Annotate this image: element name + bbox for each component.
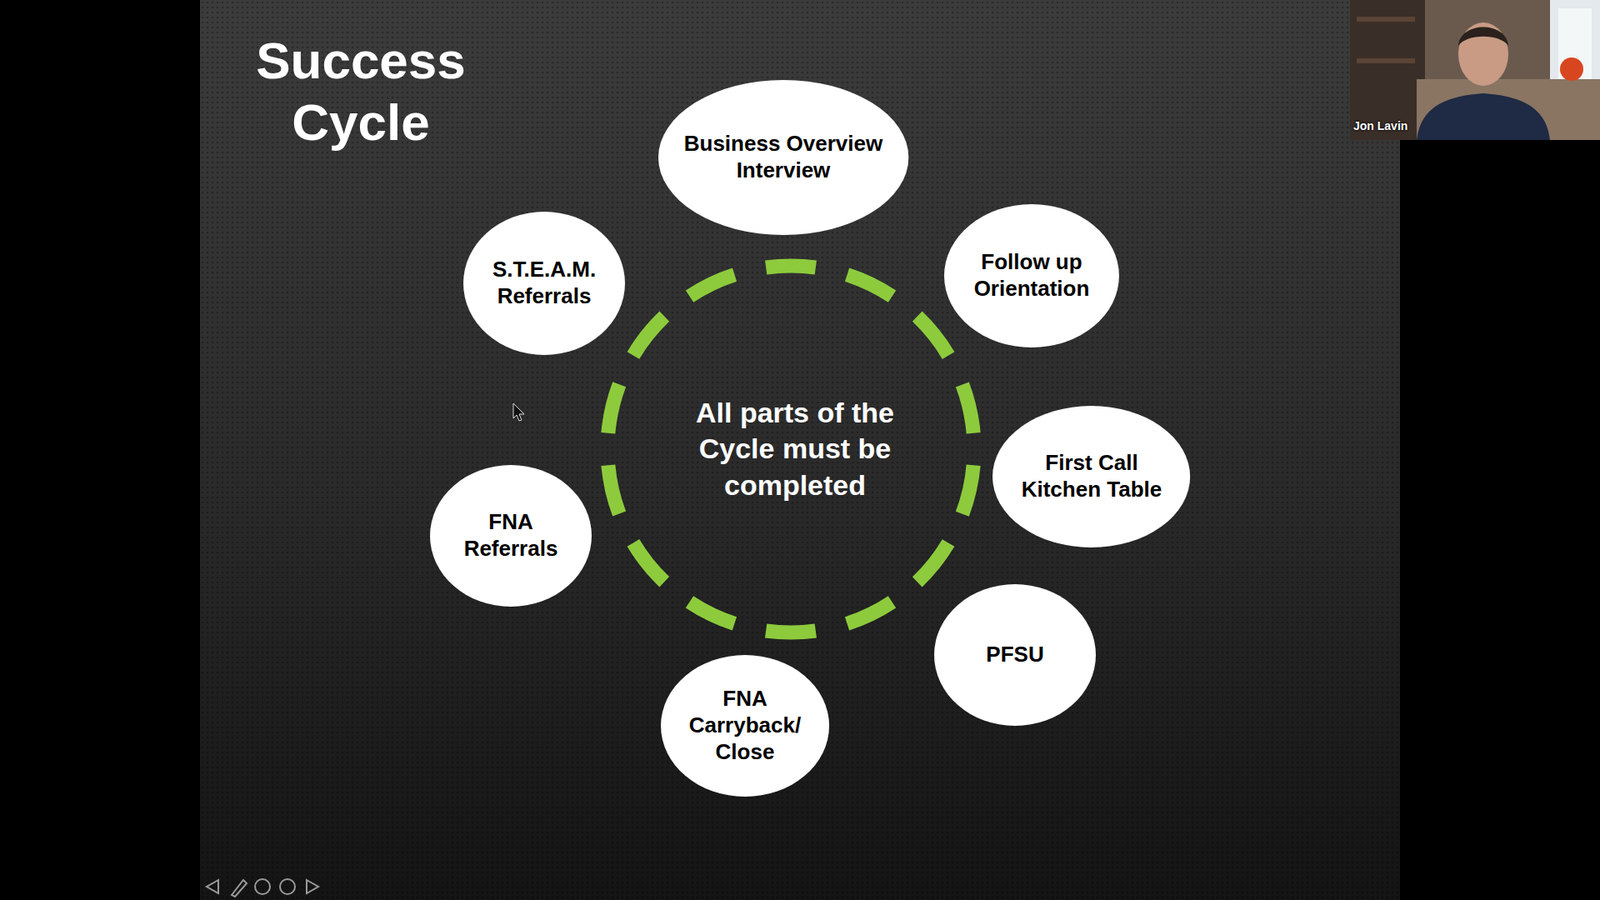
node-text-block: Follow up Orientation xyxy=(958,249,1105,302)
step-label: S.T.E.A.M. Referrals xyxy=(484,256,605,310)
mouse-cursor xyxy=(513,403,525,421)
ellipse-fill xyxy=(660,655,830,797)
ellipse-fill xyxy=(934,584,1096,726)
cycle-step-ellipse: First Call Kitchen Table xyxy=(991,405,1191,549)
cycle-step-ellipse: FNA Referrals xyxy=(429,464,593,608)
node-text-block: FNA Referrals xyxy=(455,509,568,562)
center-caption: All parts of the Cycle must be completed xyxy=(678,395,912,505)
step-label: Follow up Orientation xyxy=(958,249,1105,302)
webcam-thumbnail xyxy=(1350,0,1600,140)
node-text-block: FNA Carryback/ Close xyxy=(682,685,808,765)
ellipse-fill xyxy=(992,405,1190,548)
node-text-block: First Call Kitchen Table xyxy=(1008,450,1175,503)
step-label: FNA Carryback/ Close xyxy=(682,685,808,765)
cycle-step-ellipse: FNA Carryback/ Close xyxy=(660,654,830,798)
node-text-block: Business Overview Interview xyxy=(674,130,893,184)
slide-title: Success Cycle xyxy=(235,30,486,155)
cycle-ring xyxy=(607,265,975,633)
ellipse-fill xyxy=(463,211,625,355)
step-label: PFSU xyxy=(985,641,1044,669)
cycle-step-ellipse: PFSU xyxy=(933,583,1097,727)
cycle-step-ellipse: S.T.E.A.M. Referrals xyxy=(462,210,626,356)
ellipse-fill xyxy=(658,80,909,235)
node-text-block: PFSU xyxy=(985,641,1044,669)
step-label: FNA Referrals xyxy=(455,509,568,562)
slide-panel xyxy=(200,0,1400,900)
participant-name: Jon Lavin xyxy=(1353,119,1454,134)
node-text-block: S.T.E.A.M. Referrals xyxy=(484,256,605,310)
slide-toolbar xyxy=(206,879,319,897)
slide-texture xyxy=(200,0,1400,900)
cycle-step-ellipse: Follow up Orientation xyxy=(943,203,1120,349)
cycle-step-ellipse: Business Overview Interview xyxy=(657,79,910,236)
step-label: Business Overview Interview xyxy=(674,130,893,184)
ellipse-fill xyxy=(430,465,592,607)
ellipse-fill xyxy=(944,204,1120,348)
step-label: First Call Kitchen Table xyxy=(1008,450,1175,503)
